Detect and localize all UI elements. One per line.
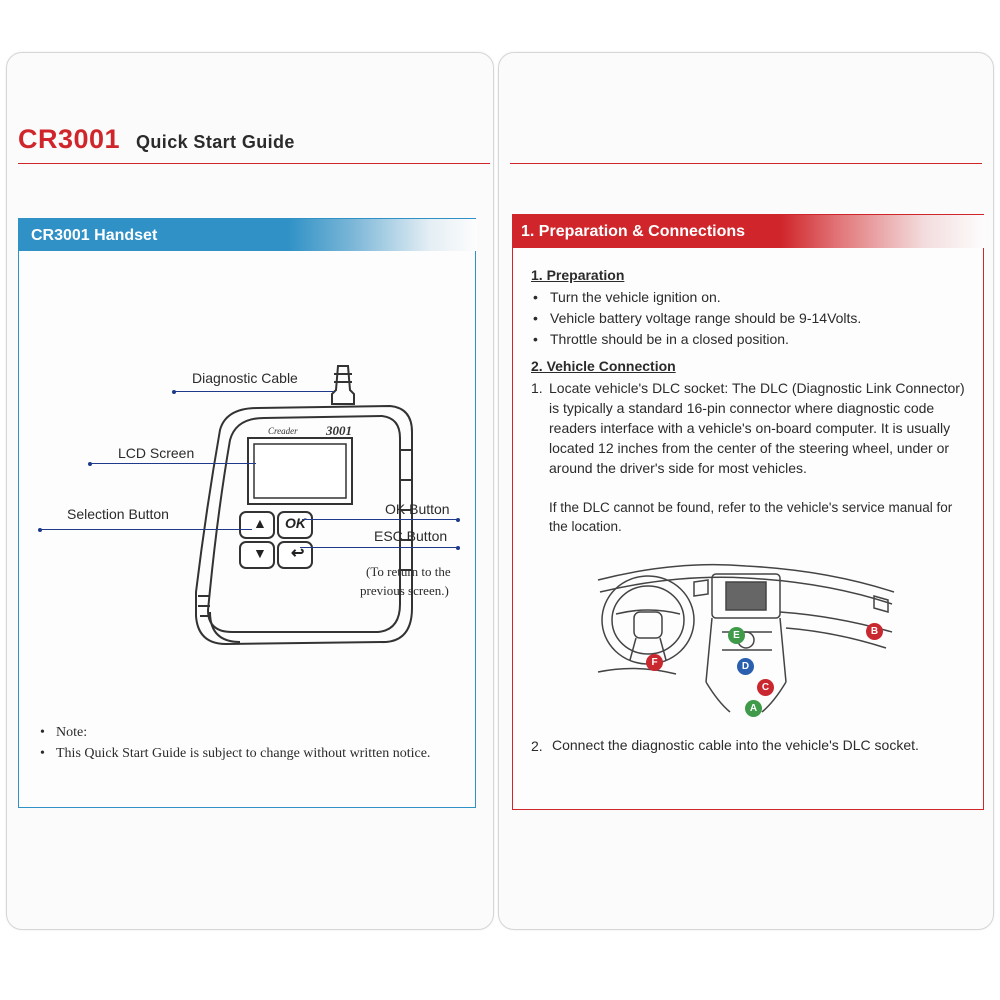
step1-text: Locate vehicle's DLC socket: The DLC (Di… [549,380,965,476]
callout-line-esc [300,547,458,548]
dlc-marker-d: D [737,658,754,675]
guide-title: Quick Start Guide [136,132,295,152]
header-rule-left [18,163,490,164]
handset-panel-title-fade [287,219,477,251]
callout-dot [88,462,92,466]
preparation-panel-title-fade [781,215,985,248]
up-key: ▲ [253,515,267,531]
step2-text: Connect the diagnostic cable into the ve… [552,737,919,753]
preparation-item: Throttle should be in a closed position. [531,329,971,350]
callout-lcd-screen: LCD Screen [118,445,195,461]
esc-note-line1: (To return to the [366,564,451,579]
dlc-marker-e: E [728,627,745,644]
vehicle-connection-heading: 2. Vehicle Connection [531,358,676,374]
dlc-marker-c: C [757,679,774,696]
callout-line-lcd [90,463,256,464]
callout-diagnostic-cable: Diagnostic Cable [192,370,298,386]
callout-esc-button: ESC Button [374,528,448,544]
dashboard-illustration [597,563,895,713]
callout-dot [172,390,176,394]
callout-dot [38,528,42,532]
note-text: This Quick Start Guide is subject to cha… [38,743,478,764]
step1-number: 1. [531,380,543,396]
callout-dot [456,546,460,550]
step1-note: If the DLC cannot be found, refer to the… [549,500,953,534]
step2-number: 2. [531,738,543,754]
device-model-label: 3001 [326,423,352,438]
dlc-marker-b: B [866,623,883,640]
device-brand-logo: Creader [268,426,298,436]
down-key: ▼ [253,545,267,561]
handset-panel-title: CR3001 Handset [19,219,287,251]
esc-note-line2: previous screen.) [360,583,449,598]
preparation-item: Vehicle battery voltage range should be … [531,308,971,329]
preparation-panel-title: 1. Preparation & Connections [513,215,781,248]
dlc-marker-a: A [745,700,762,717]
esc-key: ↩ [291,545,305,562]
preparation-item: Turn the vehicle ignition on. [531,287,971,308]
header-rule-right [510,163,982,164]
callout-line-cable [174,391,334,392]
callout-selection-button: Selection Button [67,506,169,522]
callout-ok-button: OK Button [385,501,450,517]
note-label: Note: [38,722,478,743]
brand-title: CR3001 [18,124,121,154]
handset-illustration [195,365,413,646]
preparation-heading: 1. Preparation [531,267,625,283]
callout-line-selection [40,529,252,530]
callout-dot [456,518,460,522]
ok-key: OK [285,515,306,531]
notes-list: Note: This Quick Start Guide is subject … [38,722,478,764]
preparation-list: Turn the vehicle ignition on. Vehicle ba… [531,287,971,350]
callout-line-ok [302,519,458,520]
dlc-marker-f: F [646,654,663,671]
